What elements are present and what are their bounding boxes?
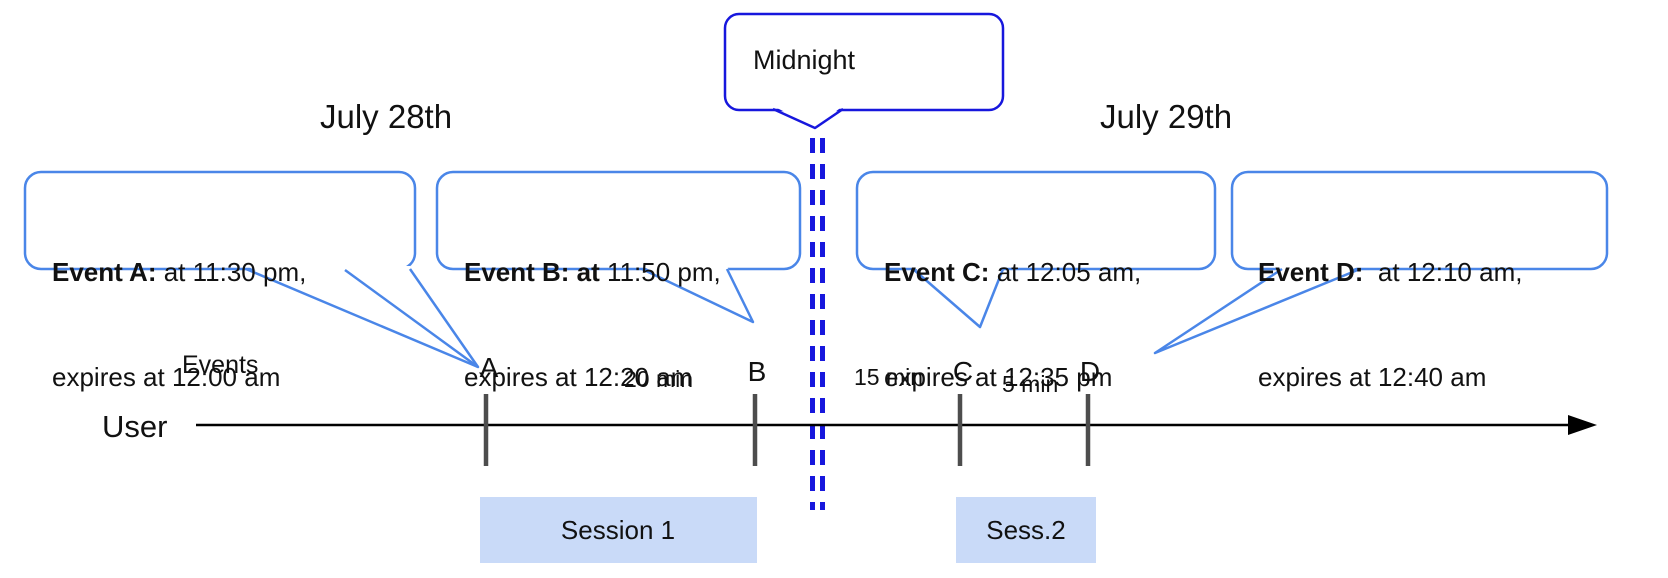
event-b-bubble [435, 170, 802, 324]
midnight-label: Midnight [753, 45, 856, 75]
tick-label-a: A [479, 352, 499, 383]
interval-5min: 5 min [1002, 371, 1059, 397]
event-b-text: Event B: at 11:50 pm, expires at 12:20 a… [464, 185, 721, 465]
event-a-line2: expires at 12:00 am [52, 362, 281, 392]
timeline-axis [196, 415, 1597, 435]
event-c-text: Event C: at 12:05 am, expires at 12:35 p… [884, 185, 1141, 465]
event-a-text: Event A: at 11:30 pm, expires at 12:00 a… [52, 185, 306, 465]
event-b-line2: expires at 12:20 am [464, 362, 693, 392]
date-july-29: July 29th [1100, 98, 1233, 135]
event-c-line2: expires at 12:35 pm [884, 362, 1113, 392]
session-2-label: Sess.2 [986, 515, 1066, 545]
event-d-bubble [1153, 170, 1609, 355]
event-a-line1: Event A: at 11:30 pm, [52, 257, 307, 287]
event-d-text: Event D: at 12:10 am, expires at 12:40 a… [1258, 185, 1522, 465]
arrowhead-icon [1568, 415, 1597, 435]
tick-label-c: C [952, 356, 974, 387]
event-c-line1: Event C: at 12:05 am, [884, 257, 1142, 287]
midnight-dashed-line [810, 138, 825, 510]
event-b-line1: Event B: at 11:50 pm, [464, 257, 721, 287]
midnight-bubble [723, 12, 1005, 130]
session-1-label: Session 1 [560, 515, 676, 545]
event-d-line2: expires at 12:40 am [1258, 362, 1487, 392]
events-axis-label: Events [182, 351, 259, 379]
tick-label-b: B [747, 356, 767, 387]
interval-15min: 15 min [854, 364, 924, 390]
event-a-bubble [23, 170, 480, 369]
event-d-line1: Event D: at 12:10 am, [1258, 257, 1523, 287]
session-2-box [956, 497, 1096, 563]
date-july-28: July 28th [320, 98, 453, 135]
user-axis-label: User [102, 409, 168, 444]
session-1-box [480, 497, 757, 563]
event-c-bubble [855, 170, 1217, 329]
interval-20min: 20 min [624, 366, 694, 392]
tick-label-d: D [1079, 356, 1101, 387]
